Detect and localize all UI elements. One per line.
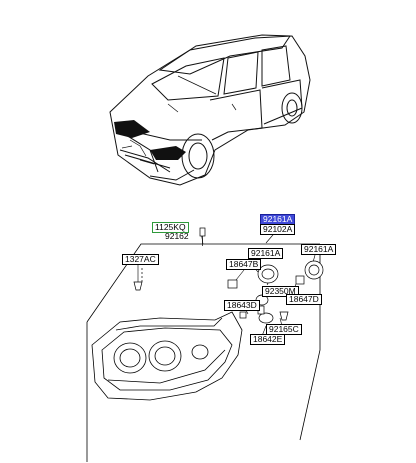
headlamp-assembly: [91, 311, 243, 401]
part-label-92350M[interactable]: 92350M: [262, 286, 299, 297]
part-label-92102A[interactable]: 92102A: [260, 224, 296, 235]
left-headlamp-highlight: [114, 120, 150, 138]
part-label-1125KQ[interactable]: 1125KQ: [152, 222, 189, 233]
right-headlamp-highlight: [150, 146, 186, 160]
part-label-18643D[interactable]: 18643D: [224, 300, 260, 311]
part-label-1327AC[interactable]: 1327AC: [122, 254, 159, 265]
part-label-18642E[interactable]: 18642E: [250, 334, 286, 345]
assembly-frame: [86, 243, 321, 462]
part-label-92161A-left[interactable]: 92161A: [248, 248, 284, 259]
part-label-92161A-right[interactable]: 92161A: [301, 244, 337, 255]
vehicle-illustration: [109, 34, 311, 186]
fastener-parts: [133, 227, 324, 324]
part-label-92162[interactable]: 92162: [165, 231, 189, 241]
part-label-18647D[interactable]: 18647D: [286, 294, 322, 305]
part-label-18647B[interactable]: 18647B: [226, 259, 262, 270]
